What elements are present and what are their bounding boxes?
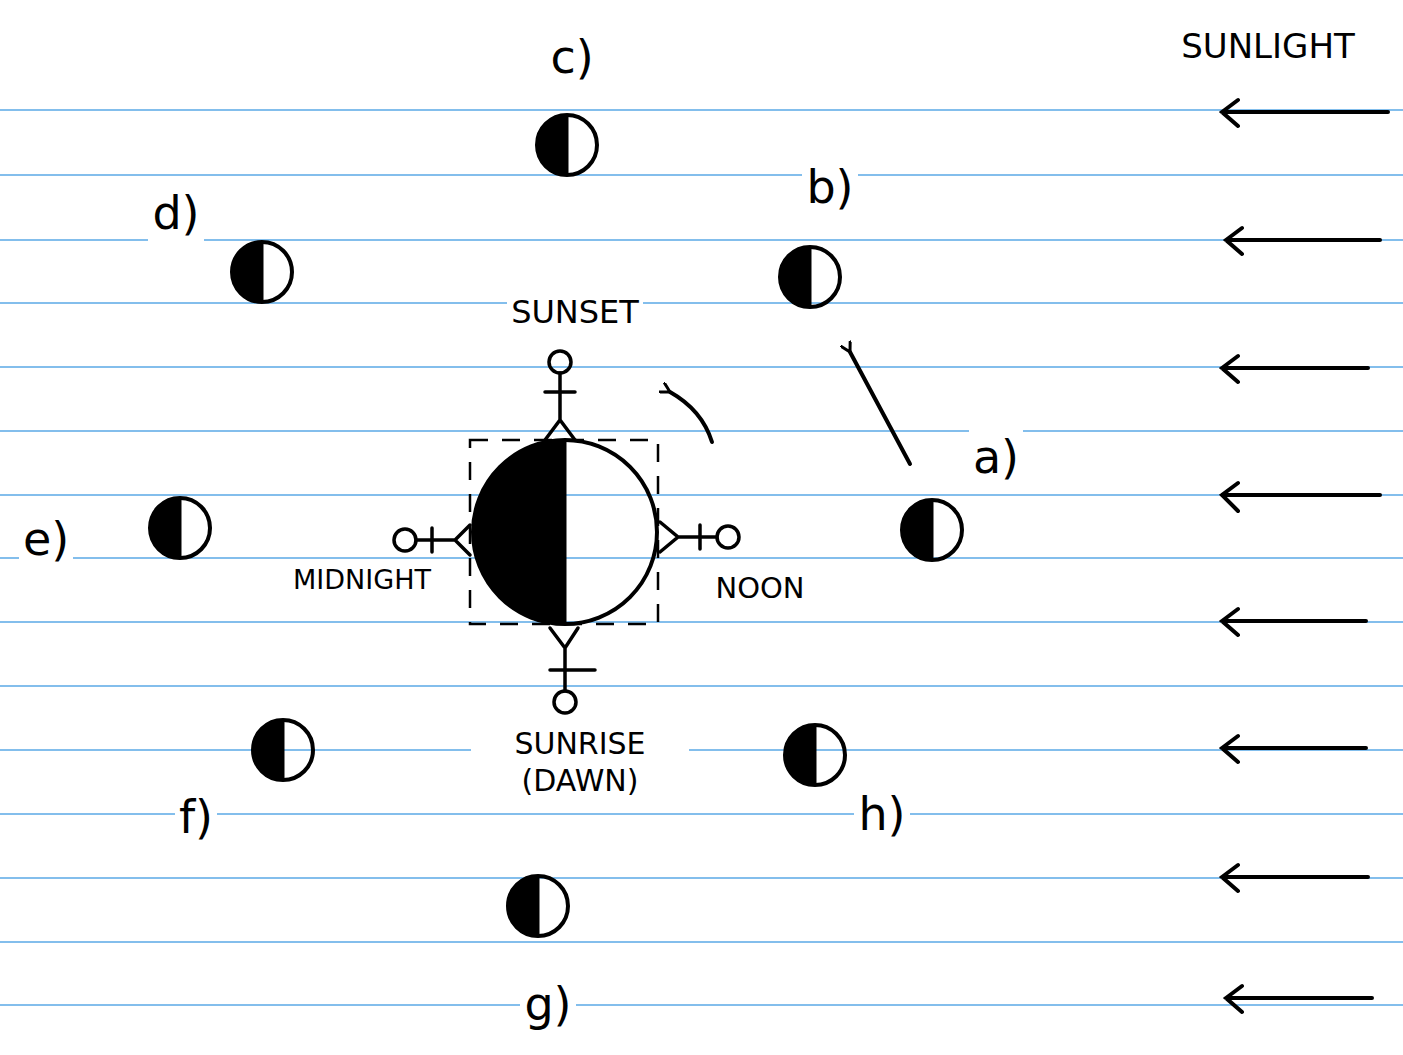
time-label: MIDNIGHT: [289, 563, 435, 597]
time-label: SUNSET: [507, 292, 643, 332]
sunlight-arrows: [1222, 100, 1388, 1012]
ruled-lines: [0, 110, 1403, 1005]
position-letter: f): [175, 789, 217, 847]
position-letter: c): [546, 29, 597, 87]
stick-figures: [394, 351, 739, 713]
position-letter: g): [520, 976, 575, 1034]
time-label: NOON: [711, 570, 808, 606]
time-label: SUNRISE (DAWN): [471, 725, 689, 800]
earth: [470, 440, 658, 624]
moons: [150, 115, 962, 936]
position-letter: d): [148, 185, 203, 243]
position-letter: h): [854, 786, 909, 844]
position-letter: b): [802, 159, 857, 217]
sunlight-label: SUNLIGHT: [1177, 25, 1359, 68]
position-letter: e): [19, 511, 73, 569]
orbit-arrows: [670, 352, 910, 464]
position-letter: a): [969, 429, 1023, 487]
